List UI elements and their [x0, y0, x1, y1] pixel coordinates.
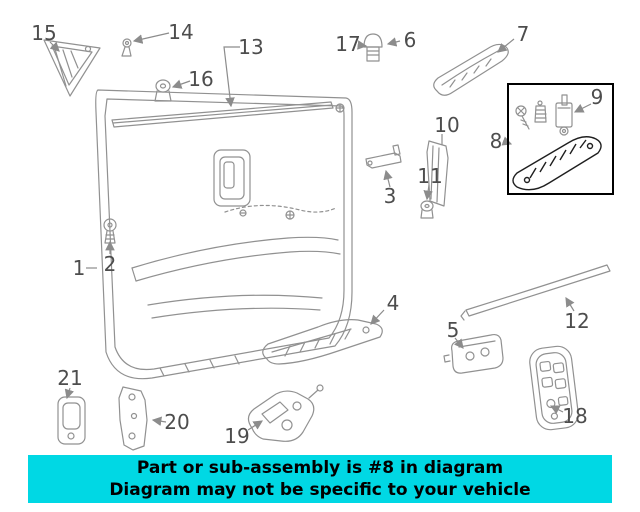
window-switch-panel-drawing	[529, 345, 579, 431]
callout-18: 18	[562, 404, 588, 428]
upper-trim-strip-drawing	[433, 43, 509, 96]
lock-knob-drawing	[363, 33, 383, 62]
panel-clip-drawing	[103, 218, 117, 244]
callout-9: 9	[590, 85, 604, 109]
callout-13: 13	[238, 35, 264, 59]
banner-line-2: Diagram may not be specific to your vehi…	[109, 480, 531, 500]
screw-drawing	[515, 105, 530, 130]
callout-21: 21	[57, 366, 83, 390]
control-module-drawing	[57, 396, 86, 445]
leader-lines	[49, 32, 592, 431]
callout-17: 17	[335, 32, 361, 56]
callout-10: 10	[434, 113, 460, 137]
callout-2: 2	[103, 252, 117, 276]
clip-drawing	[121, 38, 132, 57]
belt-molding-drawing	[111, 101, 334, 128]
door-panel-drawing	[95, 89, 353, 380]
banner-line-1: Part or sub-assembly is #8 in diagram	[136, 458, 504, 478]
callout-4: 4	[386, 291, 400, 315]
pull-handle-bracket-drawing	[512, 136, 602, 191]
callout-15: 15	[31, 21, 57, 45]
callout-7: 7	[516, 22, 530, 46]
lower-grommet-drawing	[420, 200, 434, 219]
callout-6: 6	[403, 28, 417, 52]
mounting-bracket-drawing	[118, 386, 148, 451]
callout-14: 14	[168, 20, 194, 44]
trim-molding-drawing	[460, 264, 611, 321]
armrest-trim-drawing	[262, 319, 383, 365]
grommet-drawing	[154, 79, 172, 102]
callout-5: 5	[446, 318, 460, 342]
callout-8: 8	[489, 129, 503, 153]
sleeve-clip-drawing	[534, 100, 547, 123]
callout-12: 12	[564, 309, 590, 333]
highlight-box	[507, 83, 614, 195]
callout-16: 16	[188, 67, 214, 91]
callout-1: 1	[72, 256, 86, 280]
lock-cylinder-drawing	[555, 94, 573, 136]
door-check-drawing	[365, 144, 402, 169]
callout-19: 19	[224, 424, 250, 448]
callout-11: 11	[417, 164, 443, 188]
vehicle-note-banner: Part or sub-assembly is #8 in diagram Di…	[28, 455, 612, 503]
seat-switch-drawing	[247, 384, 324, 442]
callout-3: 3	[383, 184, 397, 208]
callout-20: 20	[164, 410, 190, 434]
mirror-trim-triangle-drawing	[43, 39, 101, 97]
